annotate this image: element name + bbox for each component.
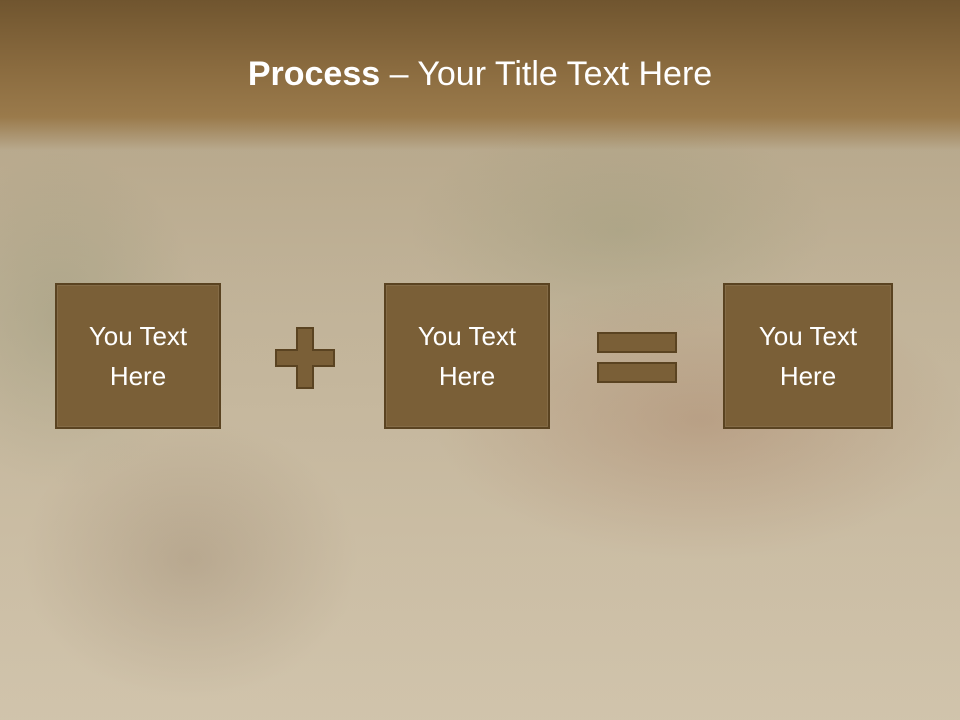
process-box-2-text: You Text Here	[417, 321, 517, 391]
process-box-3[interactable]: You Text Here	[723, 283, 893, 429]
process-box-1-text: You Text Here	[88, 321, 188, 391]
slide-title: Process – Your Title Text Here	[0, 52, 960, 96]
title-rest: – Your Title Text Here	[380, 55, 713, 93]
title-bar: Process – Your Title Text Here	[0, 0, 960, 150]
process-box-3-text: You Text Here	[758, 321, 858, 391]
plus-icon	[275, 327, 335, 389]
title-bold: Process	[247, 55, 381, 93]
process-box-1[interactable]: You Text Here	[55, 283, 221, 429]
process-box-2[interactable]: You Text Here	[384, 283, 550, 429]
equals-icon	[597, 332, 677, 383]
